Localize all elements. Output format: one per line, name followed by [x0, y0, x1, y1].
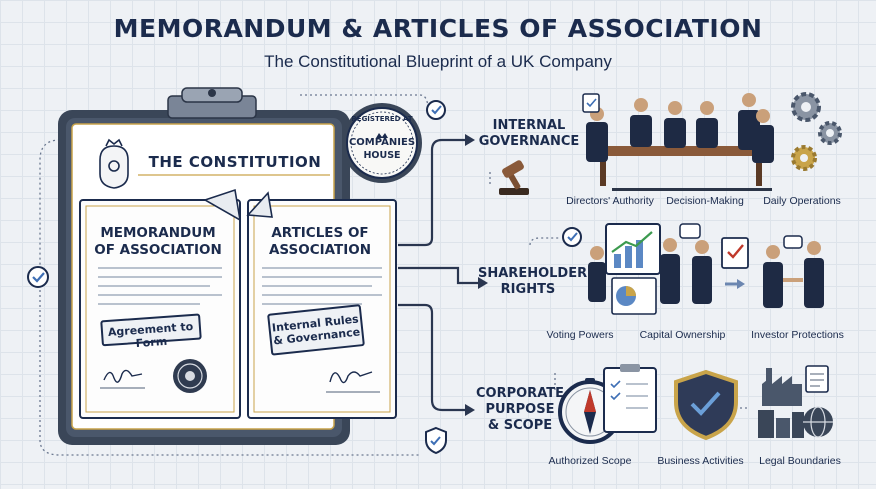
page-subtitle: The Constitutional Blueprint of a UK Com… [264, 52, 612, 71]
section-label-governance: INTERNAL GOVERNANCE [474, 118, 584, 150]
caption-voting-powers: Voting Powers [546, 329, 614, 341]
check-icon [426, 100, 446, 120]
check-icon [27, 266, 49, 288]
section-label-shareholder: SHAREHOLDER RIGHTS [478, 266, 588, 298]
section-label-line: & SCOPE [487, 418, 553, 433]
governance-stamp [267, 304, 365, 356]
section-label-line: INTERNAL [492, 118, 566, 133]
wax-seal-icon [173, 359, 207, 393]
shield-check-icon [425, 426, 447, 455]
globe-icon [803, 406, 833, 438]
caption-business-activities: Business Activities [657, 455, 744, 467]
factory-icon [762, 368, 802, 406]
caption-investor-protections: Investor Protections [751, 329, 844, 341]
section-label-line: CORPORATE [476, 386, 564, 401]
seal-line-2: COMPANIES [348, 137, 416, 148]
section-label-purpose: CORPORATE PURPOSE & SCOPE [470, 386, 570, 434]
memorandum-document [79, 188, 242, 419]
pie-chart-icon [611, 277, 657, 315]
articles-title-line-1: ARTICLES OF [271, 225, 369, 241]
arrow-right-icon [725, 279, 745, 289]
agreement-stamp [100, 313, 202, 347]
memorandum-title-line-1: MEMORANDUM [100, 225, 216, 241]
caption-decision-making: Decision-Making [666, 195, 744, 207]
checklist-clipboard-icon [603, 364, 657, 433]
seal-line-1: REGISTERED AT [351, 115, 413, 123]
checklist-icon [582, 93, 600, 113]
signature-icon [100, 369, 145, 389]
section-label-line: RIGHTS [500, 282, 556, 297]
board-meeting-illustration [586, 93, 774, 191]
connector-arrows [398, 138, 478, 412]
seal-line-3: HOUSE [363, 150, 401, 161]
memorandum-title-line-2: OF ASSOCIATION [94, 242, 222, 258]
caption-capital-ownership: Capital Ownership [639, 329, 726, 341]
document-icon [805, 365, 829, 393]
royal-crest-icon [99, 138, 129, 189]
growth-chart-icon [605, 223, 661, 275]
articles-title: ARTICLES OF ASSOCIATION [255, 225, 385, 259]
caption-directors-authority: Directors' Authority [566, 195, 654, 207]
shareholders-illustration [588, 238, 824, 308]
chat-bubble-icon [679, 223, 803, 249]
caption-legal-boundaries: Legal Boundaries [759, 455, 841, 467]
companies-house-seal [342, 103, 422, 183]
check-icon [562, 227, 582, 247]
memorandum-title: MEMORANDUM OF ASSOCIATION [88, 225, 228, 259]
gavel-icon [499, 160, 529, 195]
voting-document-icon [721, 237, 749, 269]
shield-icon [674, 369, 738, 441]
section-label-line: SHAREHOLDER [478, 266, 588, 281]
gear-icon [791, 92, 842, 171]
arrowheads [465, 134, 488, 416]
page-title: MEMORANDUM & ARTICLES OF ASSOCIATION [113, 14, 763, 43]
section-label-line: PURPOSE [485, 402, 555, 417]
articles-title-line-2: ASSOCIATION [268, 242, 372, 258]
caption-authorized-scope: Authorized Scope [548, 455, 632, 467]
signature-icon [326, 371, 380, 393]
buildings-icon [758, 410, 804, 438]
caption-daily-operations: Daily Operations [763, 195, 841, 207]
constitution-title: THE CONSTITUTION [148, 153, 322, 171]
section-label-line: GOVERNANCE [478, 134, 580, 149]
